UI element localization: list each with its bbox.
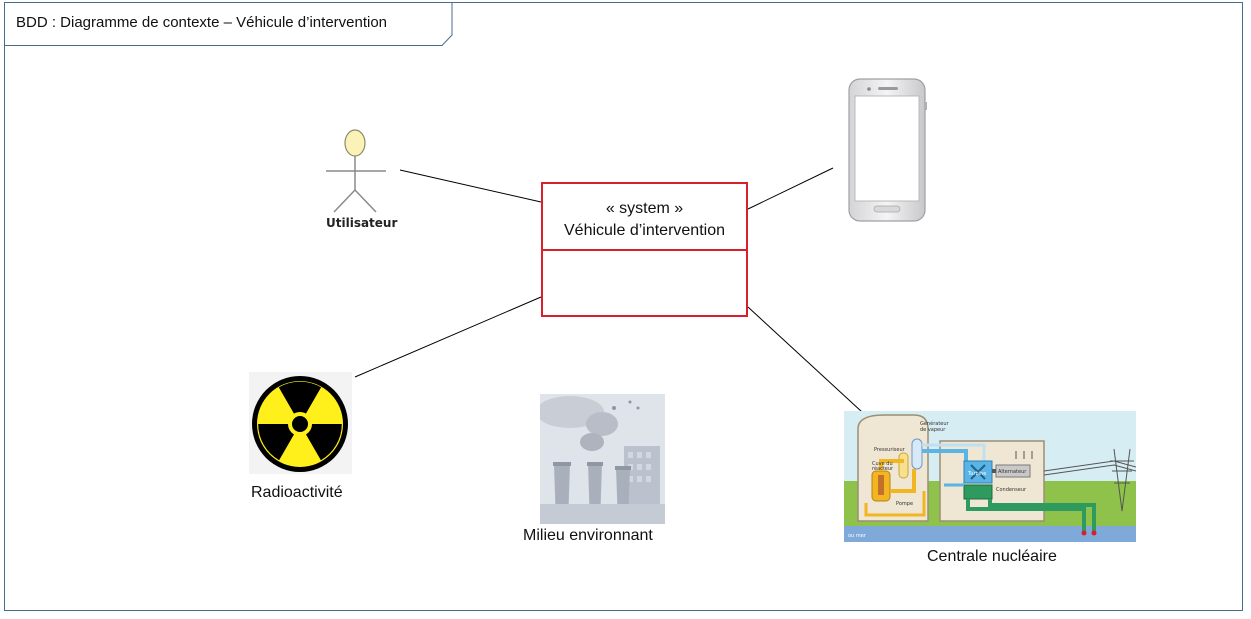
link-plant [747,306,863,413]
link-radioactivity [354,296,542,378]
link-phone [747,167,834,210]
system-stereotype: « system » [605,200,684,217]
svg-text:Générateur: Générateur [920,420,950,427]
system-name: Véhicule d’intervention [564,222,725,239]
system-header: « system » Véhicule d’intervention [543,184,746,251]
nuclear-plant-label: Centrale nucléaire [927,548,1057,565]
svg-text:Pompe: Pompe [896,501,913,507]
factory-pollution-icon[interactable] [540,394,665,524]
radioactivity-label: Radioactivité [251,484,343,501]
svg-text:Pressuriseur: Pressuriseur [874,447,906,453]
smartphone-icon[interactable] [845,76,929,226]
system-block[interactable]: « system » Véhicule d’intervention [541,182,748,317]
svg-text:Condenseur: Condenseur [996,487,1027,493]
svg-text:ou mer: ou mer [848,533,867,539]
frame-title: BDD : Diagramme de contexte – Véhicule d… [16,14,388,31]
nuclear-plant-diagram-icon[interactable]: Générateur de vapeur Pressuriseur Cuve d… [844,411,1136,542]
stick-figure-icon[interactable] [318,128,390,236]
frame-title-tab [4,2,453,46]
diagram-frame [4,2,1243,611]
svg-text:Turbine: Turbine [967,471,986,477]
svg-text:Alternateur: Alternateur [998,469,1027,475]
radiation-icon[interactable] [249,372,352,474]
svg-text:réacteur: réacteur [872,465,894,472]
user-label: Utilisateur [326,216,398,230]
environment-label: Milieu environnant [523,527,653,544]
svg-text:de vapeur: de vapeur [920,427,946,433]
svg-text:Cuve du: Cuve du [872,461,893,467]
link-user [399,169,542,203]
